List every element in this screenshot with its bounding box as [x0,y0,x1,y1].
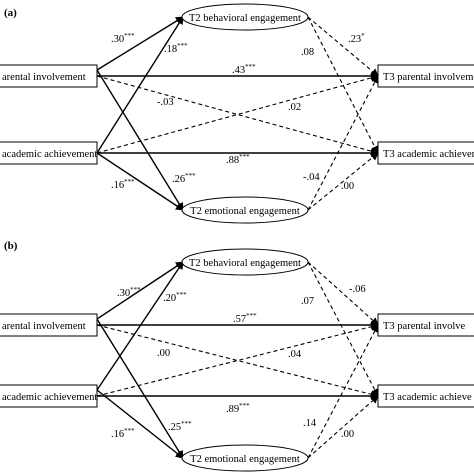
node-label: T2 emotional engagement [190,454,300,465]
coef-behavioral-to-t3academic: -.06 [349,284,366,295]
path-academic-to-behavioral [96,16,184,154]
node-t3-parental-involvement [377,64,474,88]
node-label: academic achievement [2,149,97,160]
panel-label: (a) [4,7,17,19]
panel-a: (a) arental involvement academic achieve… [0,3,474,224]
coef-emotional-to-t3academic: .00 [341,429,354,440]
coef-parental-to-t3academic: .00 [157,348,170,359]
coef-academic-to-behavioral: .20*** [163,291,187,304]
node-t3-academic-achievement [377,141,474,165]
path-parental-to-behavioral [96,261,184,320]
coef-academic-to-emotional: .16*** [111,178,135,191]
coef-academic-to-t3parental: .04 [288,349,302,360]
node-label: T2 behavioral engagement [189,13,301,24]
path-academic-to-behavioral [96,261,184,391]
coef-academic-to-behavioral: .18*** [164,42,188,55]
path-behavioral-to-t3parental [307,16,379,77]
node-label: T3 academic achieve [383,392,472,403]
node-label: T3 parental involve [383,321,466,332]
path-parental-to-emotional [96,318,184,459]
path-academic-to-emotional [96,389,184,459]
node-label: T2 emotional engagement [190,206,300,217]
coef-academic-to-t3academic: .88*** [226,153,250,166]
node-label: arental involvement [2,72,86,83]
coef-behavioral-to-t3parental: .07 [301,296,314,307]
node-label: arental involvement [2,321,86,332]
coef-parental-to-t3parental: .57*** [233,312,257,325]
node-t2-emotional-engagement [181,196,309,224]
path-parental-to-behavioral [96,16,184,71]
node-t2-behavioral-engagement [181,248,309,276]
coef-academic-to-t3academic: .89*** [226,402,250,415]
coef-parental-to-t3parental: .43*** [232,63,256,76]
coef-parental-to-behavioral: .30*** [111,32,135,45]
node-t1-academic-achievement [0,384,98,408]
node-label: academic achievement [2,392,97,403]
node-t3-parental-involvement [377,313,474,337]
node-t1-parental-involvement [0,64,98,88]
path-behavioral-to-t3academic [307,261,379,397]
coef-emotional-to-t3parental: .14 [303,418,317,429]
path-emotional-to-t3academic [307,395,379,459]
path-behavioral-to-t3parental [307,261,379,326]
coef-parental-to-emotional: .26*** [172,172,196,185]
node-t3-academic-achievement [377,384,474,408]
coef-parental-to-behavioral: .30*** [117,286,141,299]
coef-emotional-to-t3parental: -.04 [303,172,320,183]
path-emotional-to-t3academic [307,152,379,211]
path-academic-to-t3parental [96,322,379,397]
node-t2-emotional-engagement [181,444,309,472]
node-t1-parental-involvement [0,313,98,337]
node-label: T2 behavioral engagement [189,258,301,269]
node-t1-academic-achievement [0,141,98,165]
node-label: T3 academic achievem [383,149,474,160]
path-parental-to-t3academic [96,324,379,399]
coef-emotional-to-t3academic: .00 [341,181,354,192]
path-academic-to-emotional [96,152,184,211]
coef-behavioral-to-t3parental: .08 [301,47,314,58]
coef-parental-to-t3academic: -.03 [157,97,174,108]
coef-academic-to-t3parental: .02 [288,102,301,113]
coef-behavioral-to-t3academic: .23* [348,32,365,45]
coef-academic-to-emotional: .16*** [111,427,135,440]
path-parental-to-emotional [96,69,184,211]
panel-label: (b) [4,240,18,252]
node-label: T3 parental involvement [383,72,474,83]
path-behavioral-to-t3academic [307,16,379,154]
coef-parental-to-emotional: .25*** [168,420,192,433]
panel-b: (b) arental involvement academic achieve… [0,240,474,472]
node-t2-behavioral-engagement [181,3,309,31]
